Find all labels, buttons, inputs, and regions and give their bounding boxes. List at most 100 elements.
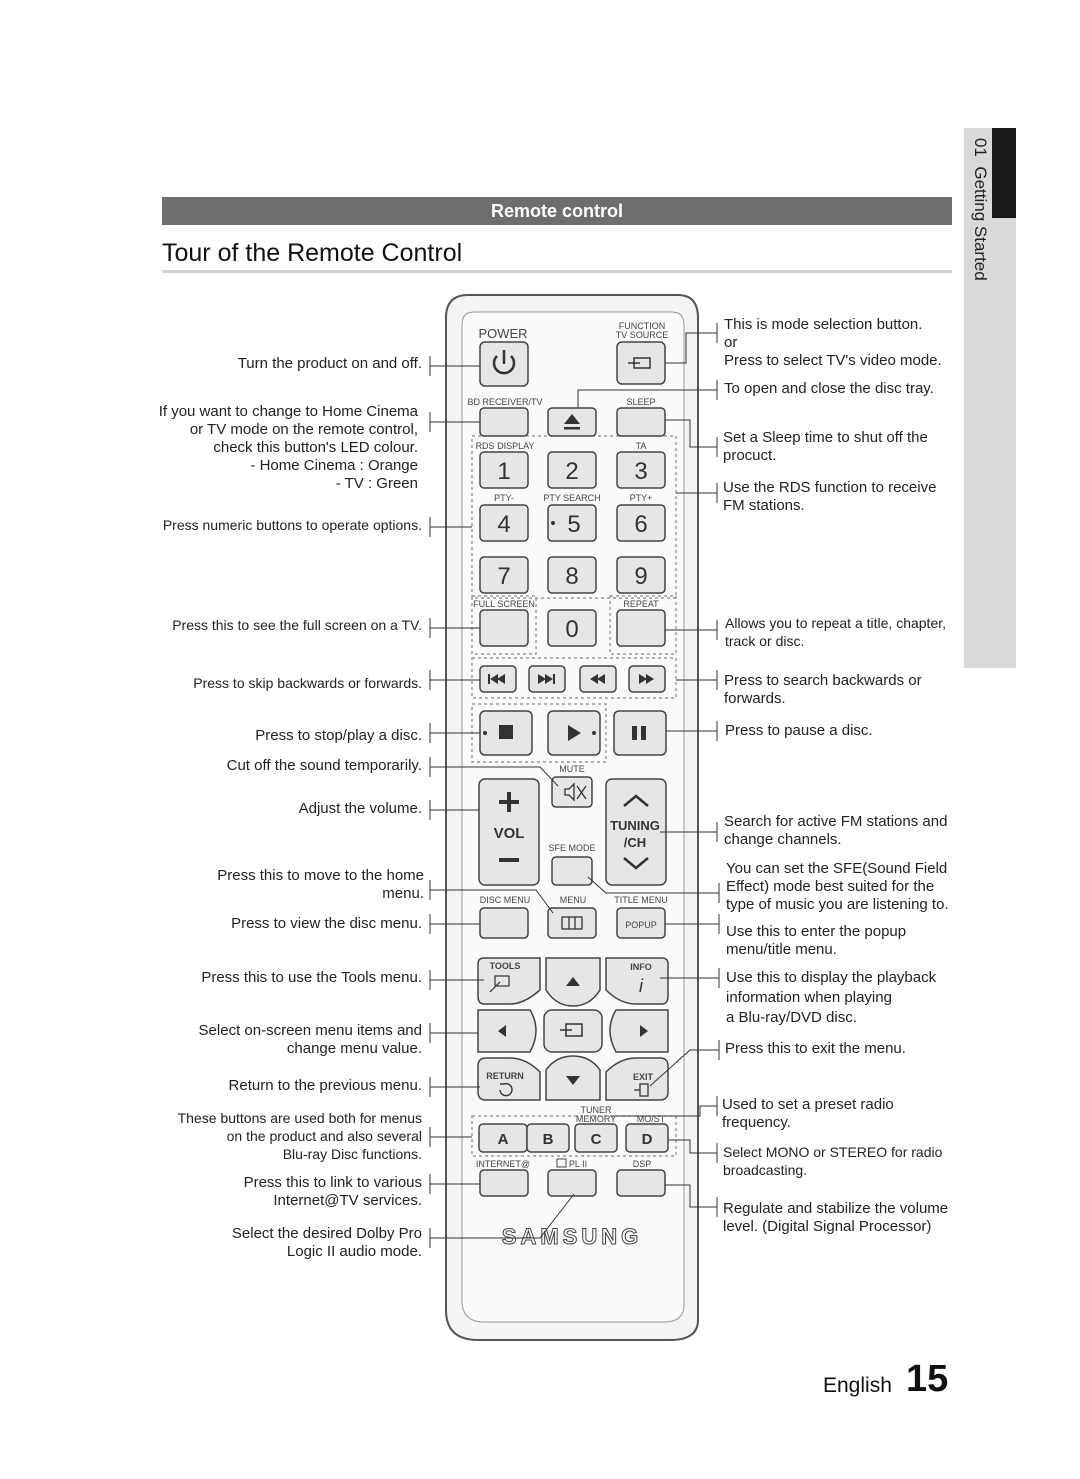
digit-6-button	[616, 504, 666, 542]
digit-5-button	[547, 504, 597, 542]
memory-label: MEMORY	[576, 1114, 616, 1124]
exit-label: EXIT	[633, 1072, 654, 1082]
label-return: Return to the previous menu.	[228, 1077, 422, 1094]
left-button	[477, 1009, 537, 1053]
volume-rocker	[478, 778, 540, 886]
tv-source-label: TV SOURCE	[616, 330, 669, 340]
mute-icon	[564, 782, 587, 802]
pty-minus-label: PTY-	[494, 493, 514, 503]
digit-8-button	[547, 556, 597, 594]
label-eject: To open and close the disc tray.	[724, 380, 934, 397]
digit-4-label: 4	[497, 511, 510, 538]
chapter-side-tab	[964, 128, 1016, 668]
d-button	[625, 1123, 669, 1153]
sfe-mode-button	[551, 856, 593, 886]
chapter-side-tab-marker	[992, 128, 1016, 218]
function-label: FUNCTION	[619, 321, 666, 331]
pty-plus-label: PTY+	[630, 493, 653, 503]
internet-label: INTERNET@	[476, 1159, 530, 1169]
menu-button	[547, 907, 597, 939]
tactile-dot	[592, 731, 596, 735]
full-screen-button	[479, 609, 529, 647]
repeat-label: REPEAT	[623, 599, 659, 609]
samsung-logo: SAMSUNG	[502, 1224, 642, 1249]
page-title: Tour of the Remote Control	[162, 239, 463, 267]
menu-icon	[561, 916, 583, 930]
bd-receiver-tv-button	[479, 407, 529, 437]
sfe-mode-label: SFE MODE	[548, 843, 595, 853]
mute-button	[551, 776, 593, 808]
tuning-label: TUNING	[610, 818, 660, 833]
pause-icon	[632, 726, 646, 740]
tuner-label: TUNER	[581, 1105, 612, 1115]
label-pause: Press to pause a disc.	[725, 722, 873, 739]
full-screen-label: FULL SCREEN	[473, 599, 535, 609]
return-button	[477, 1057, 541, 1101]
digit-3-label: 3	[634, 458, 647, 485]
digit-4-button	[479, 504, 529, 542]
c-label: C	[591, 1131, 602, 1148]
sleep-button	[616, 407, 666, 437]
c-button	[574, 1123, 618, 1153]
popup-label: POPUP	[625, 920, 657, 930]
pause-button	[613, 710, 667, 756]
d-label: D	[642, 1131, 653, 1148]
sleep-label: SLEEP	[626, 397, 655, 407]
minus-icon	[499, 858, 519, 862]
mute-label: MUTE	[559, 764, 585, 774]
digit-1-label: 1	[497, 458, 510, 485]
disc-menu-button	[479, 907, 529, 939]
exit-icon	[634, 1083, 649, 1097]
digit-7-label: 7	[497, 563, 510, 590]
chevron-down-icon	[623, 857, 649, 870]
footer-language: English	[823, 1374, 892, 1397]
digit-0-button	[547, 609, 597, 647]
play-icon	[568, 725, 581, 741]
right-button	[609, 1009, 669, 1053]
chevron-up-icon	[623, 794, 649, 807]
skip-forward-icon	[538, 674, 555, 684]
b-label: B	[543, 1131, 554, 1148]
power-label: POWER	[478, 326, 527, 341]
function-button	[616, 341, 666, 385]
label-disc-menu: Press to view the disc menu.	[231, 915, 422, 932]
digit-3-button	[616, 451, 666, 489]
return-icon	[499, 1082, 513, 1097]
info-button	[605, 957, 669, 1005]
a-label: A	[498, 1131, 509, 1148]
enter-button	[543, 1009, 603, 1053]
menu-label: MENU	[560, 895, 587, 905]
label-exit: Press this to exit the menu.	[725, 1040, 906, 1057]
info-label: INFO	[630, 962, 652, 972]
label-repeat: Allows you to repeat a title, chapter,tr…	[725, 615, 947, 649]
plus-icon	[499, 792, 519, 812]
exit-button	[605, 1057, 669, 1101]
mo-st-label: MO/ST	[637, 1114, 666, 1124]
digit-0-label: 0	[565, 616, 578, 643]
digit-1-button	[479, 451, 529, 489]
digit-7-button	[479, 556, 529, 594]
callout-lines	[429, 323, 720, 1248]
ta-label: TA	[636, 441, 647, 451]
label-skip: Press to skip backwards or forwards.	[193, 675, 422, 691]
page-number: 15	[906, 1358, 949, 1400]
ch-label: /CH	[624, 835, 646, 850]
popup-button	[616, 907, 666, 939]
title-menu-label: TITLE MENU	[614, 895, 668, 905]
digit-9-button	[616, 556, 666, 594]
skip-back-icon	[488, 674, 505, 684]
digit-2-button	[547, 451, 597, 489]
digit-8-label: 8	[565, 563, 578, 590]
